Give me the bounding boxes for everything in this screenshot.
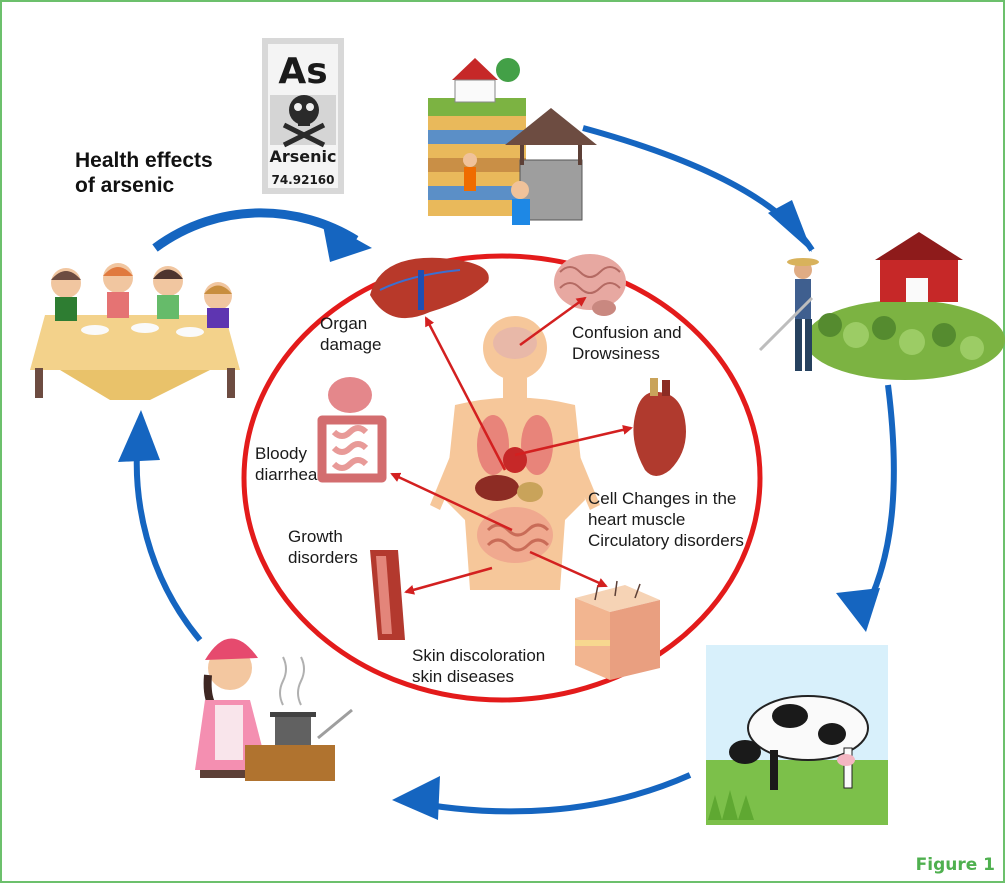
heart-effect-label: Cell Changes in the heart muscle Circula… [588, 489, 744, 550]
element-name: Arsenic [269, 147, 336, 166]
skin-section-icon [575, 580, 660, 680]
growth-disorders-label: Growth disorders [288, 527, 358, 567]
figure-title: Health effects of arsenic [75, 149, 213, 197]
cycle-arrowhead-4 [118, 410, 160, 462]
bloody-diarrhea-label: Bloody diarrhea [255, 444, 318, 484]
skin-effect-label: Skin discoloration skin diseases [412, 646, 546, 686]
organ-damage-label: Organ damage [320, 314, 382, 354]
woman-cooking-icon [195, 638, 353, 781]
cycle-arrows [118, 125, 897, 820]
cycle-arrowhead-3 [392, 776, 440, 820]
element-symbol: As [278, 51, 327, 92]
element-mass: 74.92160 [271, 173, 334, 187]
heart-icon [633, 378, 686, 476]
groundwater-well-icon [428, 58, 597, 225]
cycle-arrowhead-5 [322, 220, 372, 262]
figure-number-label: Figure 1 [915, 855, 995, 875]
children-eating-icon [30, 263, 240, 400]
arsenic-element-tile-icon [262, 38, 344, 194]
inner-ring [241, 253, 763, 703]
farmer-field-icon [758, 232, 1005, 380]
confusion-label: Confusion and Drowsiness [572, 323, 682, 363]
cycle-arrowhead-1 [768, 200, 812, 252]
liver-icon [370, 257, 489, 319]
grazing-cow-icon [706, 645, 888, 825]
intestine-icon [317, 377, 387, 483]
brain-icon [554, 254, 626, 316]
effect-arrows [390, 296, 633, 595]
cycle-arrowhead-2 [836, 588, 880, 632]
bone-muscle-icon [370, 550, 405, 640]
